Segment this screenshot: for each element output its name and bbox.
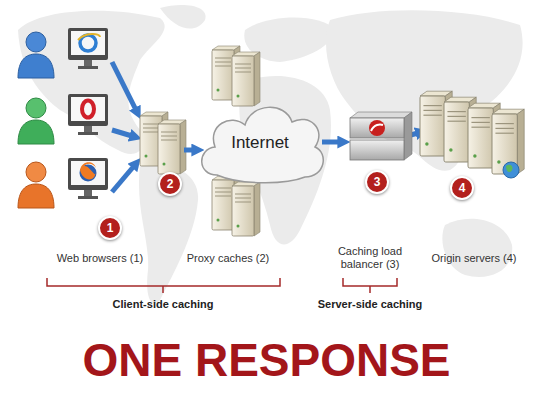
component-label: Proxy caches (2): [173, 252, 283, 265]
group-label: Server-side caching: [305, 298, 435, 311]
cloud-node: Internet: [195, 95, 325, 190]
group-brackets: [47, 278, 397, 293]
caption-text: ONE RESPONSE: [0, 334, 533, 386]
load-balancer-device: [350, 112, 412, 160]
component-label: Web browsers (1): [45, 252, 155, 265]
component-label: Origin servers (4): [424, 252, 524, 265]
callout-number: 4: [450, 176, 474, 200]
callout-number: 1: [98, 216, 122, 240]
user-icons: [18, 32, 54, 208]
callout-number: 2: [158, 172, 182, 196]
group-label: Client-side caching: [88, 298, 238, 311]
origin-servers: [420, 91, 524, 178]
component-label: Caching load balancer (3): [326, 245, 414, 271]
cloud-label: Internet: [231, 133, 289, 153]
callout-number: 3: [365, 170, 389, 194]
browser-monitors: [68, 28, 108, 199]
request-arrows: [112, 62, 136, 192]
proxy-cache-servers: [140, 112, 186, 174]
